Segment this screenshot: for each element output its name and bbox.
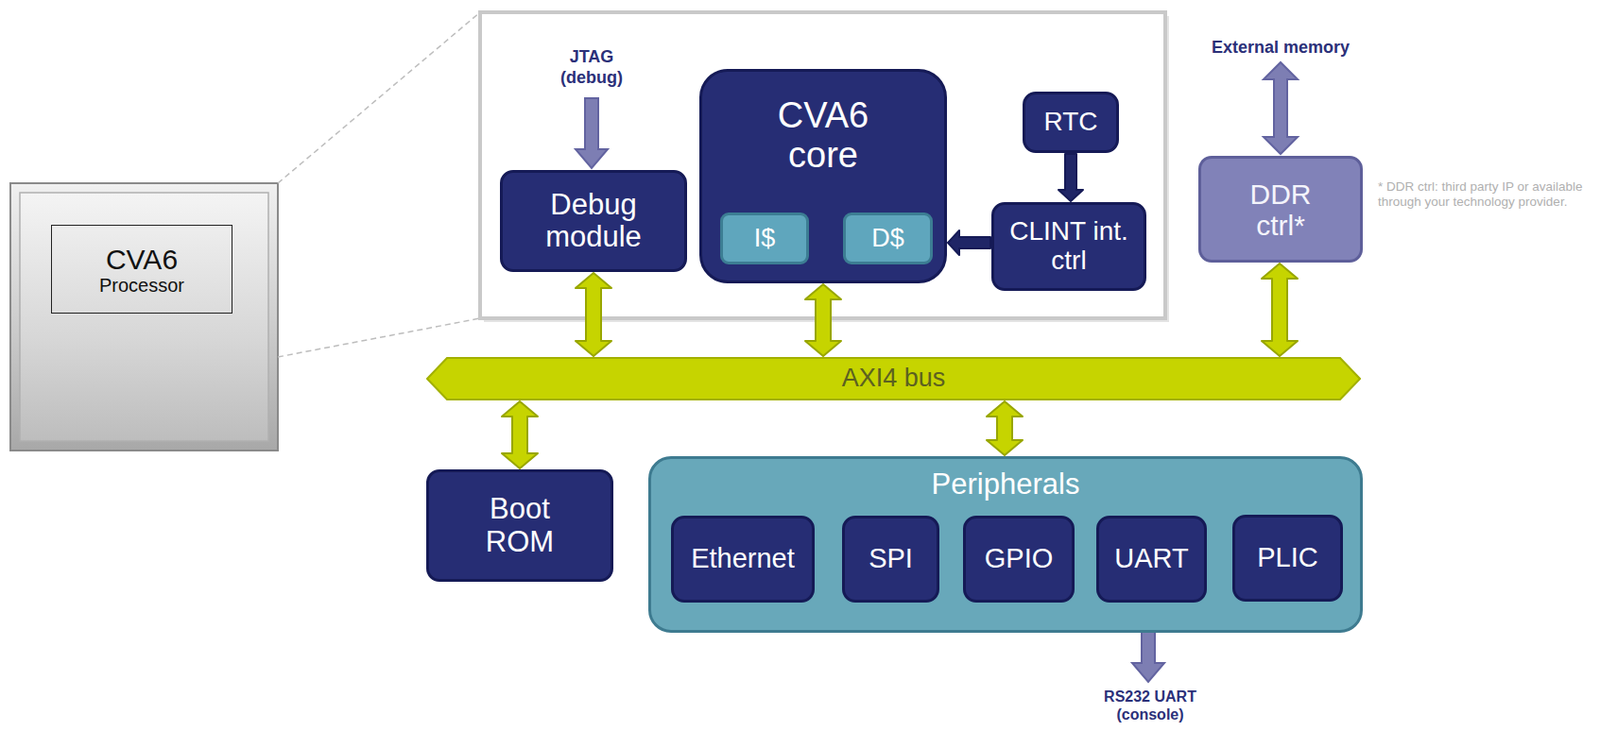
peripherals-group: PeripheralsEthernet SPI GPIO UART PLIC: [648, 456, 1363, 634]
node-text: Peripherals: [931, 468, 1081, 501]
bus-arrow: [805, 284, 842, 357]
memory-box: Boot ROM: [426, 469, 614, 583]
node-text: SPI: [868, 544, 913, 575]
node-text: CVA6: [105, 243, 178, 276]
module-box: Debug module: [499, 170, 688, 273]
node-text: CVA6 core: [752, 96, 895, 176]
module-box: RTC: [1022, 91, 1119, 154]
bus-arrow: [1261, 263, 1298, 357]
bus-band: AXI4 bus: [426, 357, 1361, 401]
core-box: CVA6 coreI$ D$: [699, 68, 947, 284]
node-text: AXI4 bus: [842, 364, 947, 394]
signal-arrow: [1058, 154, 1084, 202]
signal-label: External memory: [1211, 37, 1350, 59]
footnote: * DDR ctrl: third party IP or available …: [1377, 179, 1592, 210]
module-box: CLINT int. ctrl: [991, 202, 1147, 292]
signal-arrow: [947, 230, 991, 256]
node-text: PLIC: [1256, 543, 1318, 574]
zoom-line: [277, 12, 481, 184]
signal-label: RS232 UART (console): [1093, 688, 1207, 724]
node-text: Boot ROM: [453, 493, 586, 558]
node-text: UART: [1114, 544, 1188, 575]
peripheral-box: GPIO: [963, 516, 1075, 603]
memory-arrow: [1263, 62, 1298, 155]
node-text: D$: [871, 224, 905, 254]
bus-arrow: [986, 401, 1023, 456]
chip-bevel: [19, 192, 269, 442]
node-text: Processor: [99, 275, 185, 296]
node-text: GPIO: [984, 544, 1054, 575]
peripheral-box: SPI: [842, 516, 940, 603]
peripheral-box: UART: [1096, 516, 1207, 603]
peripheral-box: Ethernet: [670, 516, 815, 603]
jtag-arrow: [575, 98, 608, 169]
ddr-controller-box: DDR ctrl*: [1198, 155, 1363, 263]
bus-arrow: [501, 401, 538, 469]
node-text: I$: [754, 224, 776, 254]
signal-label: JTAG (debug): [549, 47, 635, 88]
node-text: RTC: [1043, 107, 1098, 138]
node-text: Ethernet: [690, 544, 795, 575]
node-text: DDR ctrl*: [1228, 178, 1333, 241]
node-text: CLINT int. ctrl: [1002, 217, 1136, 276]
cache-box: D$: [843, 212, 933, 265]
bus-outline: [427, 358, 1360, 400]
node-text: Debug module: [513, 189, 674, 254]
processor-frame: [480, 12, 1166, 319]
chip-package: [10, 183, 278, 451]
zoom-line: [277, 318, 481, 358]
cache-box: I$: [720, 212, 809, 265]
chip-label-box: CVA6Processor: [51, 224, 233, 314]
bus-arrow: [575, 273, 612, 357]
peripheral-box: PLIC: [1232, 515, 1343, 603]
